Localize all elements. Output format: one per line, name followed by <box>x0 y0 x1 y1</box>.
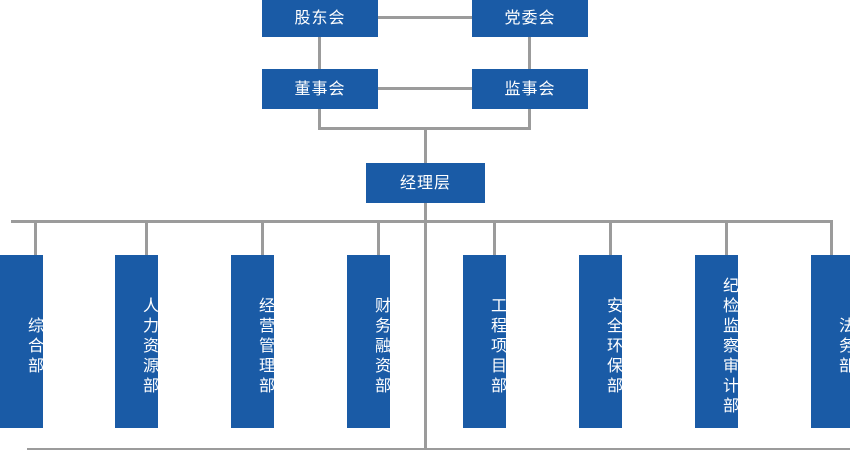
node-department-engineering-proj[interactable]: 工程项目部 <box>463 255 507 428</box>
node-label: 股东会 <box>294 8 346 28</box>
node-label: 董事会 <box>294 78 346 98</box>
node-label: 法务部 <box>836 316 850 377</box>
baseline-rule <box>27 448 850 450</box>
connector-merge-to-management <box>424 127 427 163</box>
connector-drop-legal-affairs <box>830 220 833 255</box>
node-shareholders-meeting[interactable]: 股东会 <box>262 0 378 37</box>
connector-party-to-supervisors <box>528 37 531 69</box>
node-label: 党委会 <box>504 8 556 28</box>
node-party-committee[interactable]: 党委会 <box>472 0 588 37</box>
connector-drop-safety-env <box>609 220 612 255</box>
node-label: 人力资源部 <box>140 296 159 397</box>
connector-drop-discipline-audit <box>725 220 728 255</box>
connector-center-spine <box>424 223 427 449</box>
node-department-legal-affairs[interactable]: 法务部 <box>811 255 850 428</box>
connector-board-to-supervisors <box>378 87 472 90</box>
node-department-safety-env[interactable]: 安全环保部 <box>579 255 623 428</box>
node-management-layer[interactable]: 经理层 <box>366 163 485 203</box>
connector-department-bus <box>11 220 833 223</box>
node-label: 工程项目部 <box>488 296 507 397</box>
connector-drop-finance-funding <box>377 220 380 255</box>
connector-management-to-bus <box>424 203 427 223</box>
node-department-discipline-audit[interactable]: 纪检监察审计部 <box>695 255 739 428</box>
connector-drop-operations-mgmt <box>261 220 264 255</box>
connector-supervisors-drop <box>528 109 531 130</box>
node-label: 安全环保部 <box>604 296 623 397</box>
node-label: 监事会 <box>504 78 556 98</box>
connector-board-drop <box>318 109 321 130</box>
node-label: 纪检监察审计部 <box>720 276 739 417</box>
node-department-human-resources[interactable]: 人力资源部 <box>115 255 159 428</box>
node-department-general-affairs[interactable]: 综合部 <box>0 255 44 428</box>
node-board-of-supervisors[interactable]: 监事会 <box>472 69 588 109</box>
connector-drop-human-resources <box>145 220 148 255</box>
node-department-operations-mgmt[interactable]: 经营管理部 <box>231 255 275 428</box>
node-label: 综合部 <box>25 316 44 377</box>
connector-shareholders-to-board <box>318 37 321 69</box>
node-label: 经理层 <box>399 172 451 192</box>
connector-drop-general-affairs <box>34 220 37 255</box>
connector-shareholders-to-party <box>378 16 472 19</box>
connector-drop-engineering-proj <box>493 220 496 255</box>
node-board-of-directors[interactable]: 董事会 <box>262 69 378 109</box>
node-label: 财务融资部 <box>372 296 391 397</box>
node-label: 经营管理部 <box>256 296 275 397</box>
node-department-finance-funding[interactable]: 财务融资部 <box>347 255 391 428</box>
